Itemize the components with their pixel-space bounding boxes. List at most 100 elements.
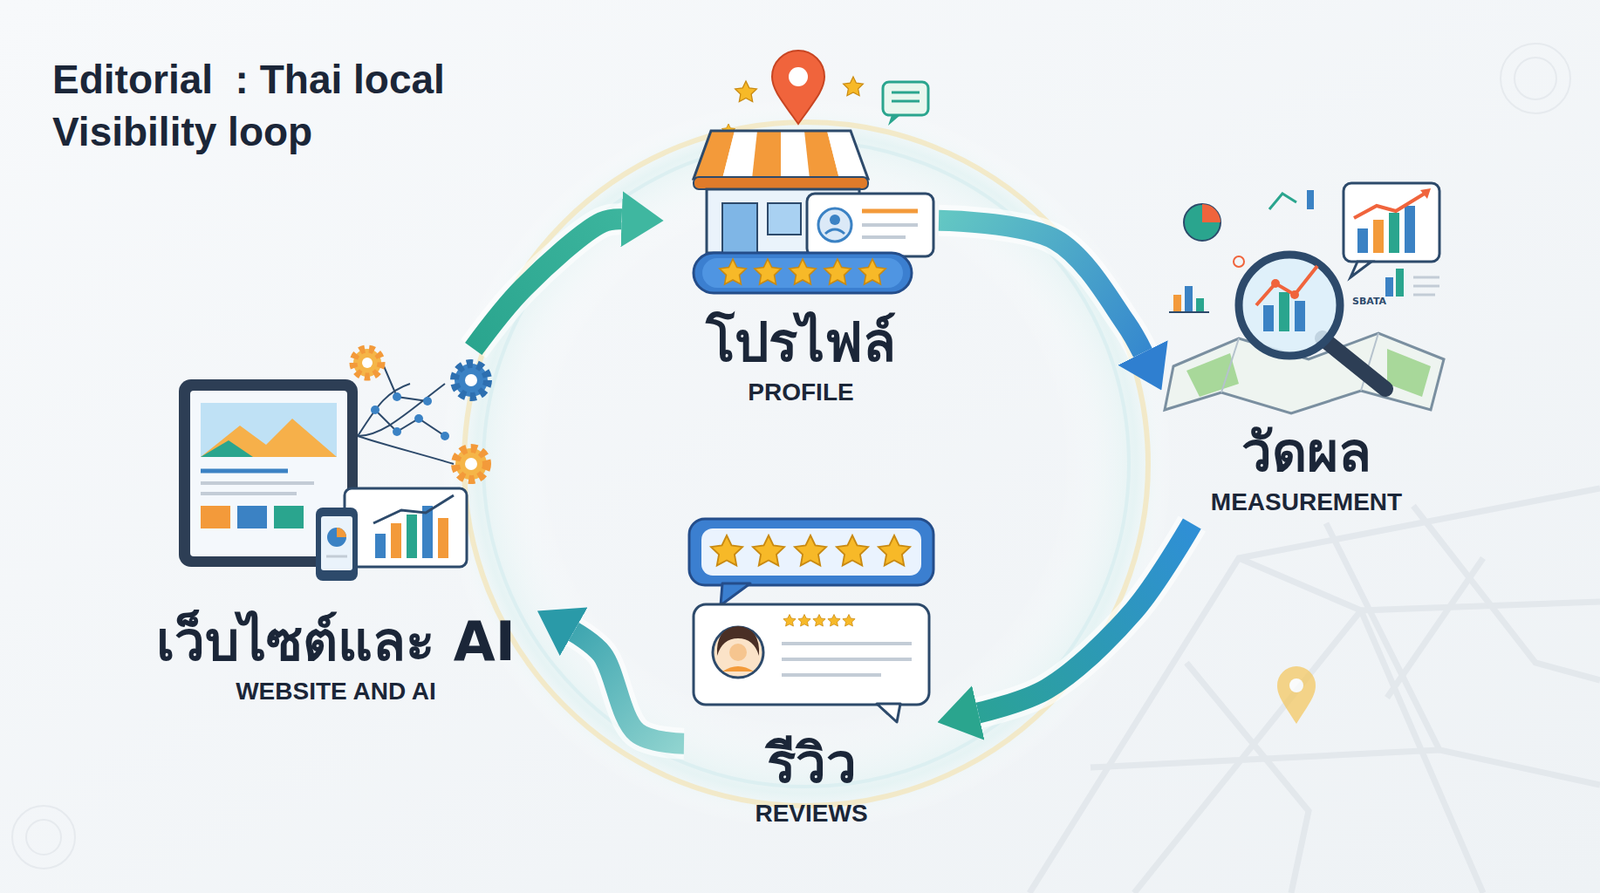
website-ai-icon (321, 516, 353, 571)
website-ai-icon (327, 527, 347, 548)
analytics-map-icon (1221, 338, 1239, 393)
storefront-icon (825, 229, 845, 234)
stage-subtitle: MEASUREMENT (1210, 486, 1402, 518)
storefront-icon (829, 214, 841, 226)
storefront-icon (722, 130, 758, 179)
map-background (1326, 523, 1600, 786)
review-bubbles-icon (711, 535, 743, 566)
website-ai-icon (200, 469, 288, 474)
website-ai-icon (454, 363, 488, 397)
analytics-map-icon (1256, 266, 1318, 306)
storefront-icon (702, 258, 903, 288)
analytics-map-icon (1395, 268, 1404, 297)
connector-glow (938, 220, 1143, 354)
analytics-map-icon (1385, 277, 1394, 297)
website-ai-icon (357, 383, 445, 437)
analytics-map-icon (1322, 338, 1386, 390)
storefront-icon (824, 259, 851, 285)
analytics-map-icon (1269, 193, 1297, 210)
stage-node: วัดผลMEASUREMENT (1163, 178, 1450, 525)
website-ai-icon (178, 348, 488, 582)
analytics-map-icon (1420, 188, 1431, 199)
review-bubbles-icon (712, 627, 764, 678)
analytics-map-icon (1306, 190, 1314, 210)
map-background (1238, 558, 1484, 893)
review-bubbles-icon (729, 643, 747, 662)
icon-label: SBATA (1352, 295, 1387, 308)
website-ai-icon (440, 431, 450, 441)
storefront-icon (767, 203, 801, 235)
storefront-icon (888, 115, 901, 126)
website-ai-icon (375, 533, 386, 559)
map-background (1387, 558, 1484, 698)
corner-ornament (1514, 57, 1557, 100)
website-ai-icon (273, 505, 304, 529)
analytics-map-icon (1186, 353, 1239, 397)
storefront-icon (752, 130, 781, 179)
website-ai-icon (200, 492, 297, 496)
diagram-title: Editorial : Thai local Visibility loop (52, 54, 524, 159)
website-ai-icon (370, 392, 450, 441)
storefront-icon (861, 223, 918, 227)
review-bubbles-icon (798, 615, 811, 628)
website-ai-icon (336, 527, 347, 538)
website-ai-icon (200, 418, 337, 458)
analytics-map-icon (1413, 285, 1440, 288)
website-ai-icon (237, 505, 267, 529)
corner-ornament (12, 806, 76, 869)
review-bubbles-icon (878, 535, 910, 566)
website-ai-icon (437, 518, 449, 559)
corner-ornament (26, 820, 62, 855)
map-pin (1289, 678, 1304, 693)
analytics-map-icon (1233, 256, 1245, 267)
website-ai-icon (392, 427, 402, 437)
review-bubbles-icon (689, 519, 934, 723)
review-bubbles-icon (722, 666, 754, 672)
storefront-icon (693, 50, 934, 294)
review-bubbles-icon (701, 528, 922, 576)
website-ai-icon (383, 366, 428, 402)
stage-subtitle: REVIEWS (754, 798, 868, 829)
map-background (1413, 505, 1600, 681)
stage-node: เว็บไซต์และ AIWEBSITE AND AI (130, 348, 541, 714)
analytics-map-icon (1294, 300, 1306, 332)
loop-arrow (938, 220, 1143, 354)
website-ai-icon (390, 523, 402, 559)
map-background (1134, 601, 1600, 893)
analytics-map-icon (1353, 191, 1428, 219)
storefront-icon (788, 67, 808, 87)
website-ai-icon (200, 403, 337, 458)
map-pin (1277, 666, 1316, 725)
website-ai-icon (370, 405, 380, 415)
storefront-icon (843, 76, 864, 96)
website-ai-icon (357, 366, 454, 465)
website-ai-icon (414, 414, 424, 424)
corner-ornament (12, 43, 1571, 869)
website-ai-icon (200, 440, 253, 458)
website-ai-icon (326, 555, 348, 559)
review-bubbles-icon (783, 615, 796, 628)
loop-arrow (574, 631, 684, 744)
analytics-map-icon (1413, 294, 1436, 297)
review-bubbles-icon (752, 535, 785, 566)
storefront-icon (772, 50, 825, 124)
storefront-icon (719, 259, 746, 285)
corner-ornament (1500, 43, 1571, 114)
review-bubbles-icon (781, 642, 912, 646)
stage-node: รีวิวREVIEWS (683, 514, 939, 836)
loop-glow (439, 97, 1173, 831)
stage-node: โปรไฟล์PROFILE (663, 55, 939, 415)
storefront-icon (882, 82, 929, 116)
review-bubbles-icon (689, 519, 934, 586)
analytics-map-icon (1196, 298, 1204, 313)
analytics-map-icon (1271, 279, 1280, 288)
storefront-icon (891, 100, 920, 103)
analytics-map-icon (1278, 292, 1290, 332)
website-ai-icon (423, 396, 432, 406)
analytics-map-icon (1202, 204, 1221, 223)
analytics-map-icon (1357, 228, 1368, 253)
storefront-icon (693, 252, 912, 294)
